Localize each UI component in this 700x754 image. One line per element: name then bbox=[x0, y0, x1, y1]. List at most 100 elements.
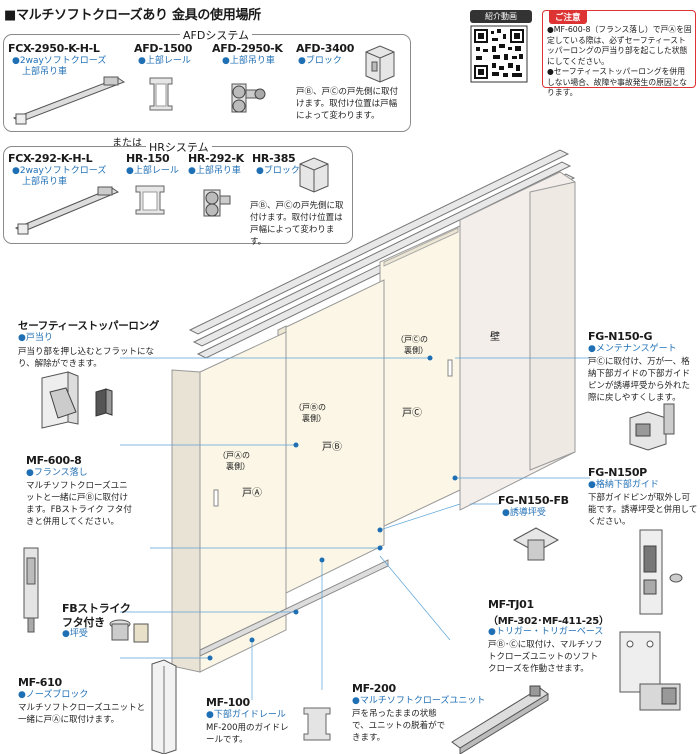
afd-sub-fcx: ●2wayソフトクローズ bbox=[12, 56, 107, 66]
mf100-sub: ●下部ガイドレール bbox=[206, 710, 286, 720]
upper-hanger-icon bbox=[231, 83, 266, 113]
soft-close-rail-icon bbox=[14, 186, 120, 235]
maintenance-gate-icon bbox=[629, 403, 675, 451]
mftj01-model: MF-TJ01 bbox=[488, 598, 534, 611]
afd-model-3400: AFD-3400 bbox=[296, 42, 355, 55]
hr-model-fcx: FCX-292-K-H-L bbox=[8, 152, 93, 165]
mf600-sub: ●フランス落し bbox=[26, 468, 88, 478]
soft-close-unit-icon bbox=[451, 685, 549, 754]
storage-guide-icon bbox=[639, 529, 683, 615]
door-c bbox=[379, 225, 461, 529]
back-c2-label: 裏側） bbox=[404, 346, 428, 355]
stopper-desc: 戸当り部を押し込むとフラットになり、解除ができます。 bbox=[18, 347, 155, 369]
block-icon bbox=[299, 157, 329, 193]
afd-model-fcx: FCX-2950-K-H-L bbox=[8, 42, 100, 55]
hr-sub-292k: ●上部吊り車 bbox=[188, 166, 241, 176]
upper-rail-icon bbox=[135, 185, 165, 215]
caution-item: ●MF-600-8（フランス落し）で戸Ⓐを固定している際は、必ずセーフティースト… bbox=[547, 25, 692, 66]
nose-block-icon bbox=[151, 659, 177, 754]
back-a2-label: 裏側） bbox=[226, 462, 250, 471]
stopper-title: セーフティーストッパーロング bbox=[18, 320, 160, 332]
afd-model-1500: AFD-1500 bbox=[134, 42, 193, 55]
afd-system-title: AFDシステム bbox=[180, 27, 252, 43]
mftj01-model2: （MF-302･MF-411-25） bbox=[488, 616, 609, 627]
mf610-model: MF-610 bbox=[18, 676, 62, 689]
mf100-model: MF-100 bbox=[206, 696, 250, 709]
stopper-sub: ●戸当り bbox=[18, 333, 53, 343]
afd-system-box bbox=[3, 34, 411, 132]
page-title: ■マルチソフトクローズあり 金具の使用場所 bbox=[4, 8, 261, 23]
hr-sub2-fcx: 上部吊り車 bbox=[22, 177, 68, 187]
hr-model-292k: HR-292-K bbox=[188, 152, 244, 165]
door-a-label: 戸Ⓐ bbox=[242, 488, 262, 499]
strike-cap-icon bbox=[109, 619, 149, 643]
hr-sub-385: ●ブロック bbox=[256, 166, 300, 176]
mftj01-sub: ●トリガー・トリガーベース bbox=[488, 627, 604, 637]
mf600-model: MF-600-8 bbox=[26, 454, 82, 467]
door-c-label: 戸Ⓒ bbox=[402, 408, 422, 419]
hr-model-150: HR-150 bbox=[126, 152, 170, 165]
qr-video-block[interactable]: 紹介動画 bbox=[470, 10, 532, 83]
afd-sub-1500: ●上部レール bbox=[138, 56, 191, 66]
fgn150p-sub: ●格納下部ガイド bbox=[588, 480, 659, 490]
mf610-sub: ●ノーズブロック bbox=[18, 690, 89, 700]
back-b2-label: 裏側） bbox=[302, 414, 326, 423]
hr-system-box bbox=[3, 146, 353, 244]
caution-box: ご注意 ●MF-600-8（フランス落し）で戸Ⓐを固定している際は、必ずセーフテ… bbox=[542, 10, 696, 97]
wall-label: 壁 bbox=[490, 332, 500, 343]
fb-sub: ●坪受 bbox=[62, 629, 88, 639]
block-icon bbox=[365, 45, 395, 83]
hr-system-title: HRシステム bbox=[146, 139, 212, 155]
guide-floor-plate-icon bbox=[512, 527, 560, 561]
afd-model-2950k: AFD-2950-K bbox=[212, 42, 283, 55]
upper-hanger-icon bbox=[203, 189, 231, 217]
mf200-model: MF-200 bbox=[352, 682, 396, 695]
back-b-label: （戸Ⓑの bbox=[294, 403, 326, 412]
door-a bbox=[171, 331, 287, 673]
flush-bolt-icon bbox=[23, 547, 39, 633]
afd-sub-2950k: ●上部吊り車 bbox=[222, 56, 275, 66]
fgn150fb-sub: ●誘導坪受 bbox=[502, 508, 546, 518]
qr-code-icon[interactable] bbox=[470, 25, 532, 83]
fgn150g-model: FG-N150-G bbox=[588, 330, 653, 343]
upper-rail-icon bbox=[149, 77, 173, 111]
guide-rail-icon bbox=[303, 707, 331, 741]
fgn150g-sub: ●メンテナンスゲート bbox=[588, 344, 677, 354]
back-c-label: （戸Ⓒの bbox=[396, 335, 428, 344]
mf200-sub: ●マルチソフトクローズユニット bbox=[352, 696, 486, 706]
caution-heading: ご注意 bbox=[549, 10, 587, 24]
mf600-desc: マルチソフトクローズユニットと一緒に戸Ⓑに取付けます。FBストライク フタ付きと… bbox=[26, 481, 132, 527]
back-a-label: （戸Ⓐの bbox=[218, 451, 250, 460]
hr-note: 戸Ⓑ、戸Ⓒの戸先側に取付けます。取付け位置は戸幅によって変わります。 bbox=[250, 201, 344, 247]
safety-stopper-icon bbox=[41, 371, 113, 429]
hr-sub-fcx: ●2wayソフトクローズ bbox=[12, 166, 107, 176]
fb-model: FBストライク bbox=[62, 602, 131, 615]
mf100-desc: MF-200用のガイドレールです。 bbox=[206, 723, 289, 745]
fgn150p-model: FG-N150P bbox=[588, 466, 647, 479]
mf200-desc: 戸を吊ったままの状態で、ユニットの脱着ができます。 bbox=[352, 709, 446, 743]
wall bbox=[459, 171, 576, 511]
mf610-desc: マルチソフトクローズユニットと一緒に戸Ⓐに取付けます。 bbox=[18, 703, 146, 725]
caution-item: ●セーフティーストッパーロングを併用しない場合、故障や事故発生の原因となります。 bbox=[547, 67, 688, 97]
door-b-label: 戸Ⓑ bbox=[322, 442, 342, 453]
fgn150g-desc: 戸Ⓒに取付け、万が一、格納下部ガイドの下部ガイドピンが誘導坪受から外れた際に戻し… bbox=[588, 357, 691, 403]
soft-close-rail-icon bbox=[12, 76, 126, 125]
afd-sub2-fcx: 上部吊り車 bbox=[22, 67, 68, 77]
hr-model-385: HR-385 bbox=[252, 152, 296, 165]
trigger-base-icon bbox=[619, 631, 681, 711]
qr-label: 紹介動画 bbox=[470, 10, 532, 23]
fb-model2: フタ付き bbox=[62, 616, 105, 629]
mftj01-desc: 戸Ⓑ･Ⓒに取付け、マルチソフトクローズユニットのソフトクローズを作動させます。 bbox=[488, 640, 603, 674]
hr-sub-150: ●上部レール bbox=[126, 166, 179, 176]
fgn150p-desc: 下部ガイドピンが取外し可能です。誘導坪受と併用してください。 bbox=[588, 493, 698, 527]
afd-sub-3400: ●ブロック bbox=[298, 56, 342, 66]
afd-note: 戸Ⓑ、戸Ⓒの戸先側に取付けます。取付け位置は戸幅によって変わります。 bbox=[296, 87, 399, 121]
fgn150fb-model: FG-N150-FB bbox=[498, 494, 569, 507]
or-text: または bbox=[112, 138, 142, 149]
